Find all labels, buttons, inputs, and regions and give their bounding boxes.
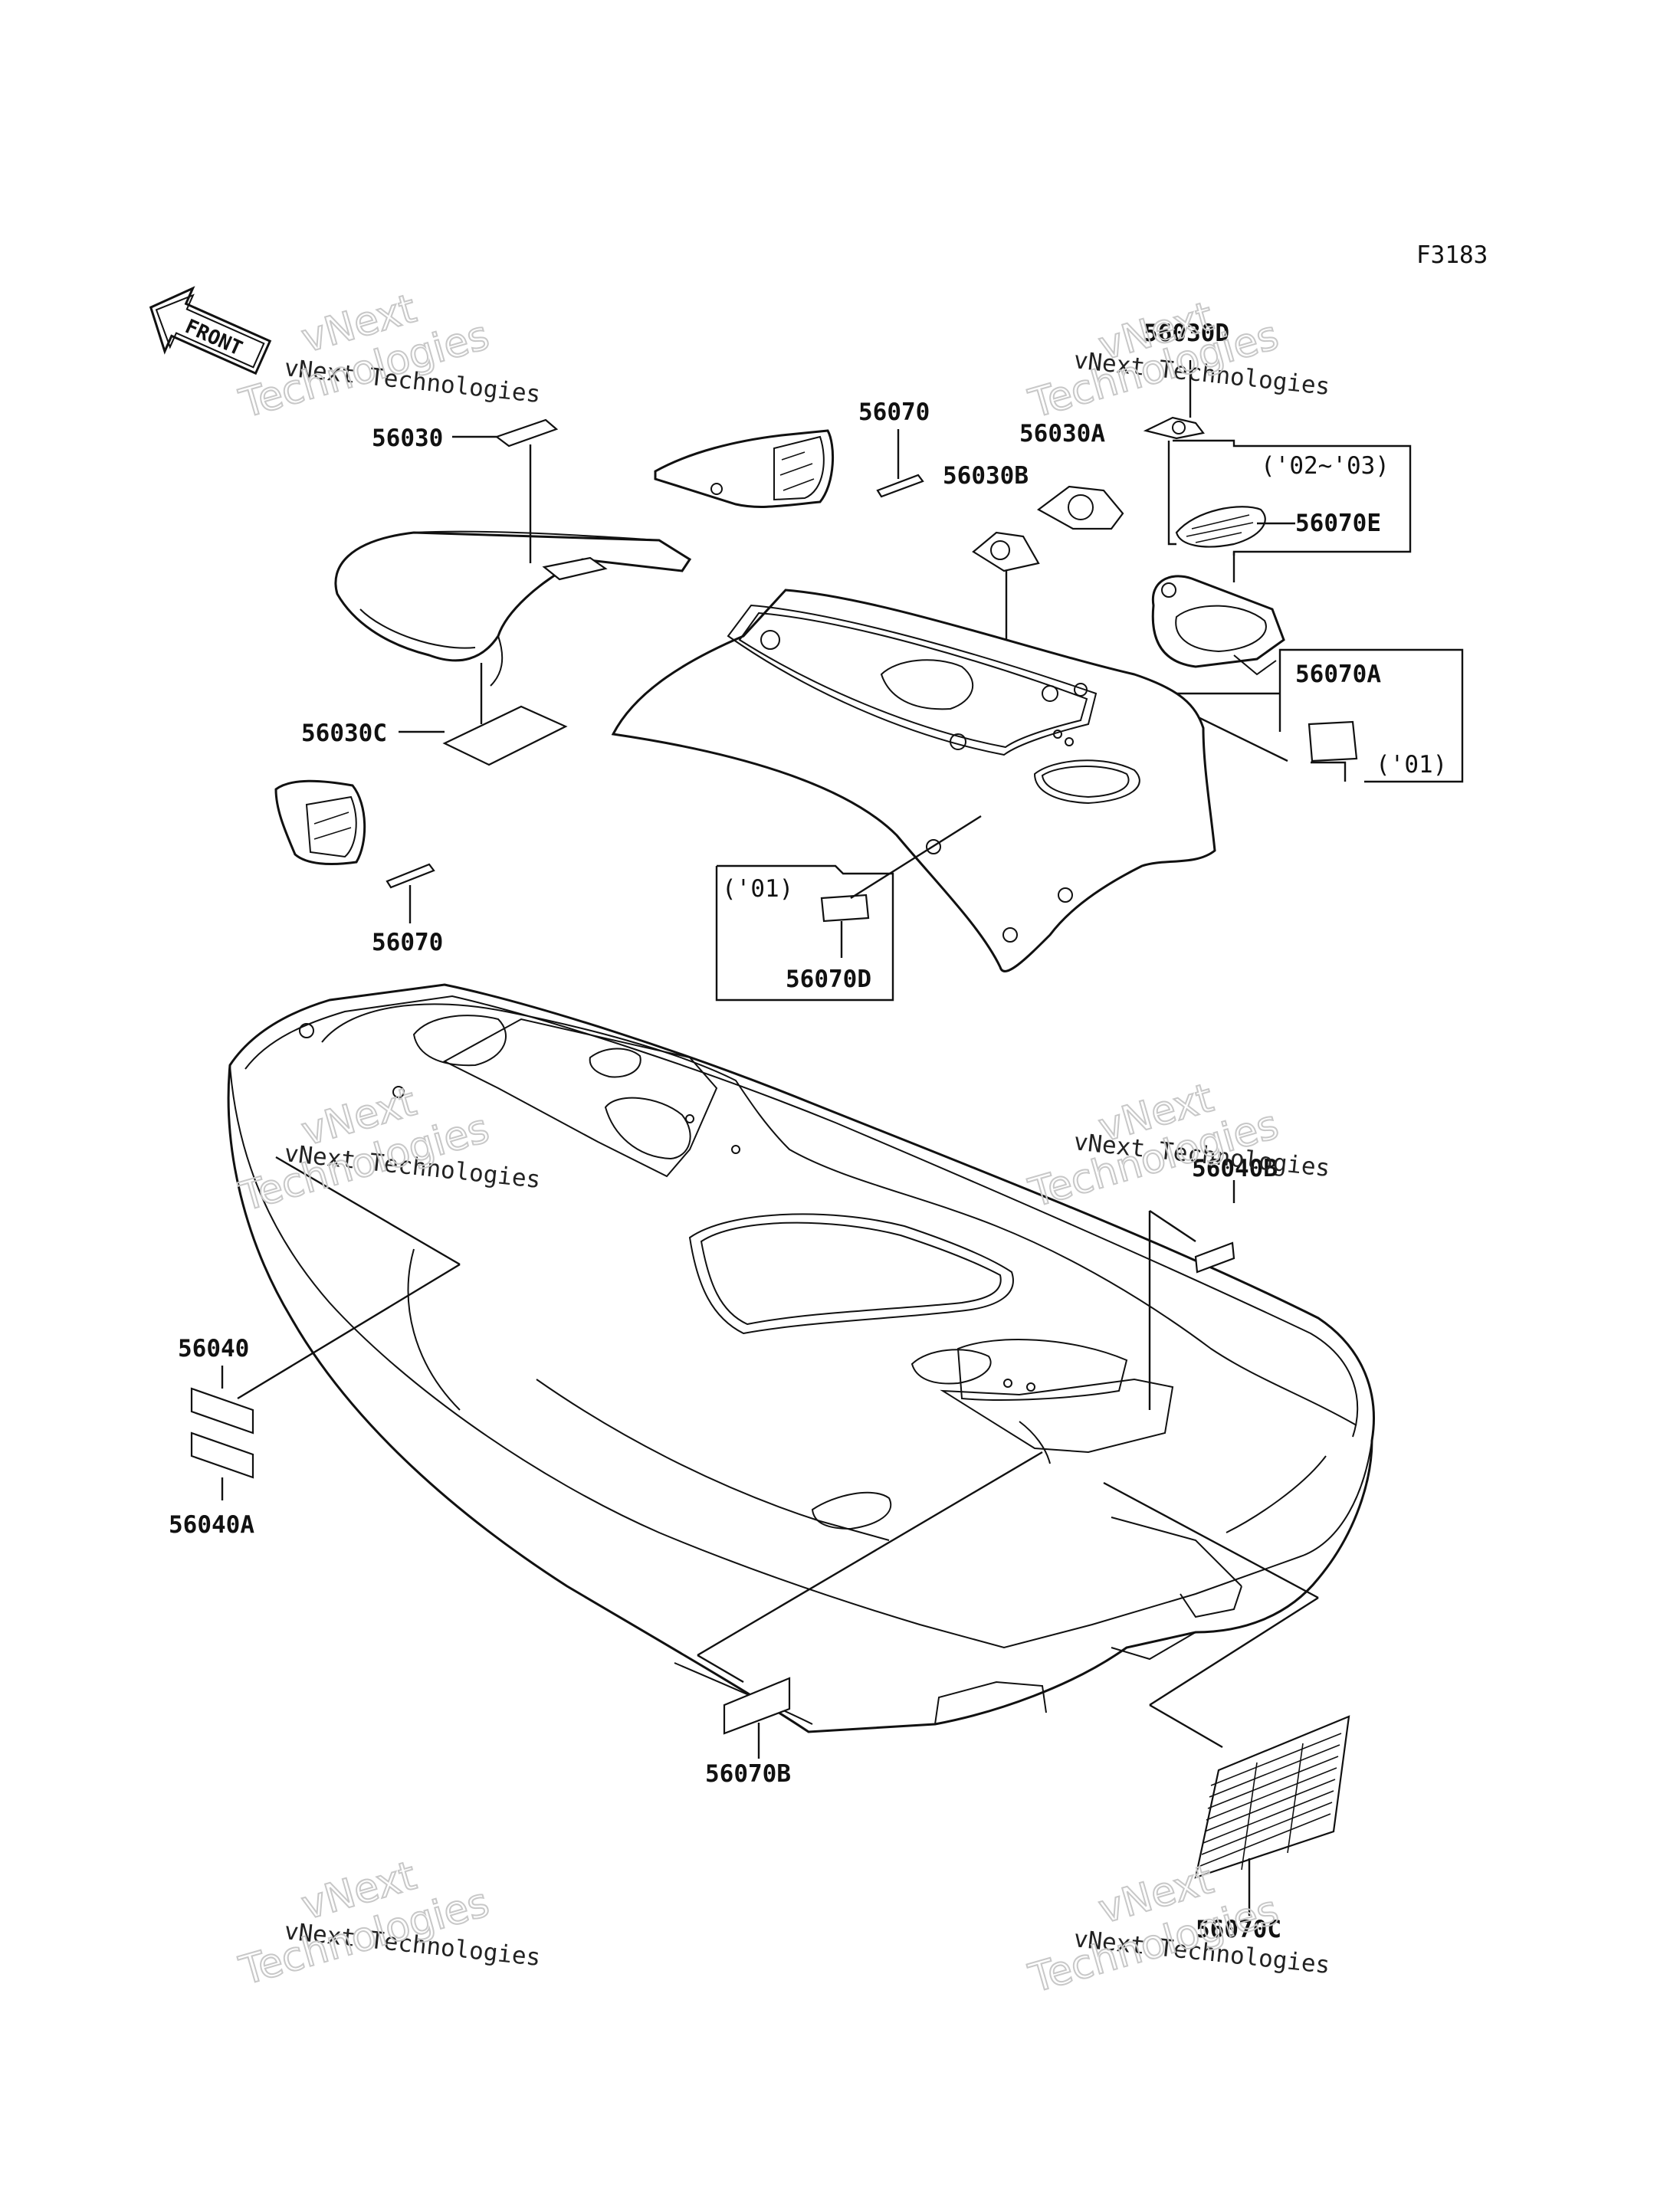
watermark-top-left: vNext Technologies vNext Technologies	[234, 285, 542, 428]
sticker-56070E	[1175, 506, 1266, 548]
front-arrow-icon: FRONT	[149, 286, 272, 375]
figure-code: F3183	[1416, 241, 1488, 269]
sticker-56030B	[972, 531, 1040, 572]
mirror-left-part	[274, 779, 366, 866]
sticker-56030D	[1143, 416, 1205, 440]
watermark-middle-right: vNext Technologies vNext Technologies	[1023, 1074, 1331, 1218]
sticker-56070A	[1308, 720, 1358, 762]
deck-part	[611, 589, 1216, 972]
year-01-right: ('01)	[1376, 751, 1447, 779]
watermark-top-right: vNext Technologies vNext Technologies	[1023, 293, 1331, 428]
watermark-bottom-left: vNext Technologies vNext Technologies	[234, 1852, 542, 1995]
sticker-56070B	[723, 1677, 791, 1735]
label-56030A: 56030A	[1019, 420, 1105, 448]
hull-part	[227, 983, 1375, 1733]
mirror-right-part	[654, 429, 834, 508]
sticker-56030-on-seat	[542, 556, 608, 581]
label-56070D: 56070D	[786, 966, 871, 993]
label-56040: 56040	[178, 1335, 249, 1362]
sticker-56070-left	[386, 863, 435, 889]
sticker-56030A	[1036, 485, 1124, 530]
hatch-cover-part	[1151, 575, 1285, 676]
label-56030C: 56030C	[301, 720, 387, 747]
sticker-56040	[190, 1387, 254, 1435]
sticker-56070D	[820, 894, 870, 923]
sticker-56040A	[190, 1431, 254, 1479]
label-56040A: 56040A	[169, 1511, 254, 1539]
sticker-56070-top	[876, 474, 924, 498]
label-56030B: 56030B	[943, 462, 1029, 490]
label-56030D: 56030D	[1144, 320, 1229, 347]
label-56040B: 56040B	[1192, 1155, 1278, 1182]
label-56030: 56030	[372, 425, 443, 452]
sticker-56030	[494, 418, 559, 448]
year-0203: ('02~'03)	[1261, 452, 1390, 480]
sticker-56070C	[1194, 1715, 1350, 1879]
year-01-center: ('01)	[722, 875, 793, 903]
label-56070-top: 56070	[858, 398, 930, 426]
seat-cover-part	[334, 530, 692, 687]
sticker-56030C	[442, 705, 568, 766]
label-56070C: 56070C	[1196, 1916, 1281, 1943]
label-56070A: 56070A	[1295, 661, 1381, 688]
sticker-56040B	[1194, 1241, 1235, 1274]
watermark-bottom-right: vNext Technologies vNext Technologies	[1023, 1856, 1331, 2003]
label-56070E: 56070E	[1295, 510, 1381, 537]
label-56070B: 56070B	[705, 1760, 791, 1788]
label-56070-left: 56070	[372, 929, 443, 956]
